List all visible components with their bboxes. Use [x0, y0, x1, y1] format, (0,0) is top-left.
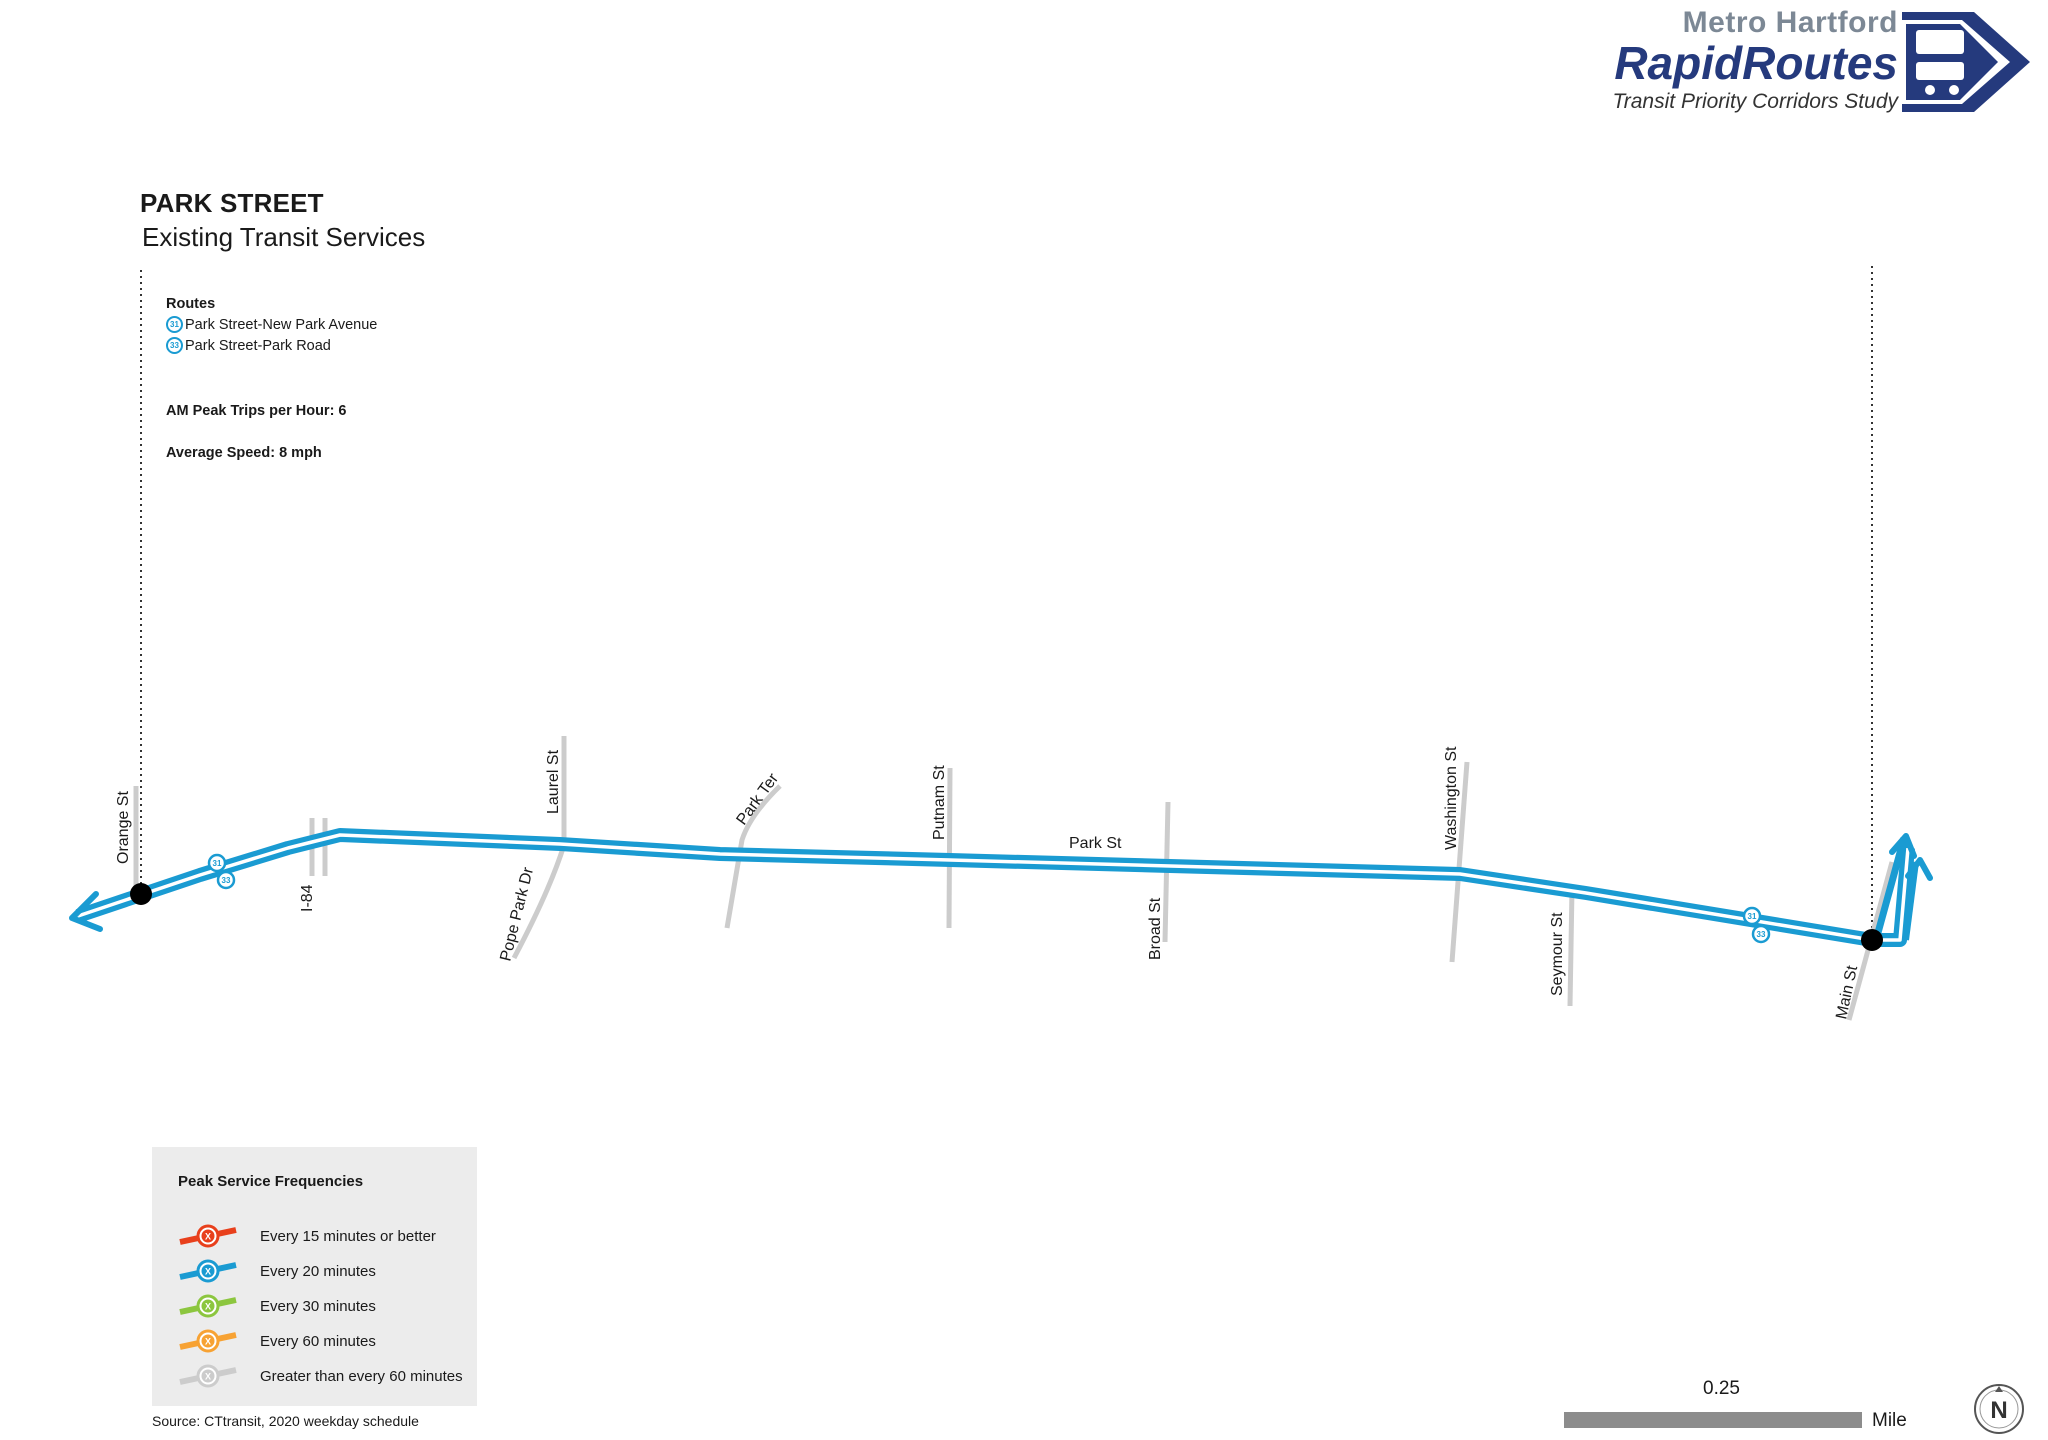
average-speed-stat: Average Speed: 8 mph: [166, 445, 322, 461]
putnam-st-label: Putnam St: [931, 765, 948, 840]
seymour-st-line: [1567, 887, 1575, 1007]
legend-marker-label: X: [205, 1302, 211, 1312]
north-label: N: [1990, 1397, 2007, 1424]
route-33-badge-icon: 33: [166, 337, 183, 354]
bus-chevron-icon: [1902, 12, 2030, 112]
routes-header: Routes: [166, 296, 216, 312]
frequency-over-60-swatch-icon: X: [179, 1364, 237, 1388]
legend-item: X Greater than every 60 minutes: [178, 1363, 463, 1389]
route-31-badge-icon: 31: [166, 316, 183, 333]
broad-st-label: Broad St: [1147, 897, 1164, 960]
route-name: Park Street-Park Road: [185, 337, 331, 354]
legend-marker-label: X: [205, 1232, 211, 1242]
legend: Peak Service Frequencies X Every 15 minu…: [152, 1147, 477, 1406]
route-badges-west: 31 33: [207, 853, 236, 890]
route-badge-label: 33: [1757, 930, 1766, 939]
northbound-arrow-icon-a: [1889, 833, 1917, 859]
frequency-30-swatch-icon: X: [179, 1294, 237, 1318]
legend-marker-label: X: [205, 1267, 211, 1277]
scale-bar: [1564, 1412, 1862, 1428]
page-title: PARK STREET: [140, 188, 324, 218]
legend-item: X Every 15 minutes or better: [178, 1223, 436, 1249]
washington-st-label: Washington St: [1443, 746, 1460, 850]
route-item: 33 Park Street-Park Road: [166, 335, 377, 356]
legend-title: Peak Service Frequencies: [178, 1173, 364, 1190]
legend-item: X Every 20 minutes: [178, 1258, 376, 1284]
pope-park-dr-line: [511, 844, 567, 960]
route-badges-east: 31 33: [1742, 906, 1771, 944]
peak-trips-stat: AM Peak Trips per Hour: 6: [166, 403, 347, 419]
corridor-start-dot-icon: [130, 883, 152, 905]
route-line: [75, 828, 1915, 947]
corridor-end-dot-icon: [1861, 929, 1883, 951]
frequency-60-swatch-icon: X: [179, 1329, 237, 1353]
legend-item: X Every 30 minutes: [178, 1293, 376, 1319]
page-subtitle: Existing Transit Services: [142, 222, 426, 252]
legend-label: Every 30 minutes: [260, 1297, 376, 1315]
route-name: Park Street-New Park Avenue: [185, 316, 378, 333]
logo-sub-text: Transit Priority Corridors Study: [1612, 90, 1898, 113]
pope-park-dr-label: Pope Park Dr: [497, 865, 537, 963]
legend-label: Every 60 minutes: [260, 1332, 376, 1350]
logo: Metro Hartford RapidRoutes Transit Prior…: [1612, 2, 2030, 118]
logo-top-text: Metro Hartford: [1682, 6, 1898, 39]
route-item: 31 Park Street-New Park Avenue: [166, 314, 377, 335]
park-ter-line: [724, 784, 782, 929]
legend-marker-label: X: [205, 1372, 211, 1382]
route-badge-label: 33: [222, 876, 231, 885]
legend-label: Greater than every 60 minutes: [260, 1367, 463, 1385]
putnam-st-line: [946, 767, 953, 929]
legend-label: Every 20 minutes: [260, 1262, 376, 1280]
laurel-st-label: Laurel St: [545, 749, 562, 814]
logo-main-text: RapidRoutes: [1614, 37, 1898, 89]
routes-panel: Routes 31 Park Street-New Park Avenue 33…: [166, 296, 377, 356]
frequency-20-swatch-icon: X: [179, 1259, 237, 1283]
washington-st-line: [1449, 761, 1470, 963]
westbound-arrow-icon: [69, 891, 103, 932]
park-ter-label: Park Ter: [733, 770, 782, 828]
i84-label: I-84: [299, 884, 316, 912]
orange-st-label: Orange St: [115, 791, 132, 864]
seymour-st-label: Seymour St: [1549, 912, 1566, 996]
frequency-15-swatch-icon: X: [179, 1224, 237, 1248]
route-badge-label: 31: [1748, 912, 1757, 921]
scale-unit: Mile: [1872, 1410, 1907, 1431]
park-st-label: Park St: [1069, 835, 1122, 852]
route-badge-label: 31: [213, 859, 222, 868]
north-arrow-icon: N: [1974, 1384, 2024, 1434]
legend-marker-label: X: [205, 1337, 211, 1347]
scale-value: 0.25: [1703, 1378, 1740, 1399]
legend-item: X Every 60 minutes: [178, 1328, 376, 1354]
legend-label: Every 15 minutes or better: [260, 1227, 436, 1245]
source-note: Source: CTtransit, 2020 weekday schedule: [152, 1413, 419, 1429]
